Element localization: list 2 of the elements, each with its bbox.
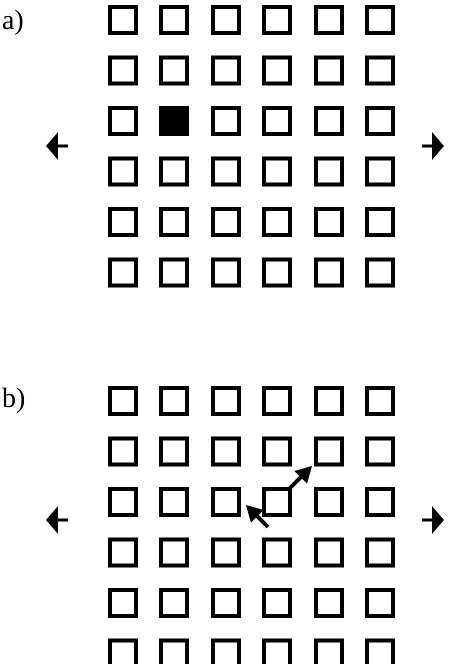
panel-label: a) <box>2 6 24 36</box>
panel-label: b) <box>2 384 26 414</box>
